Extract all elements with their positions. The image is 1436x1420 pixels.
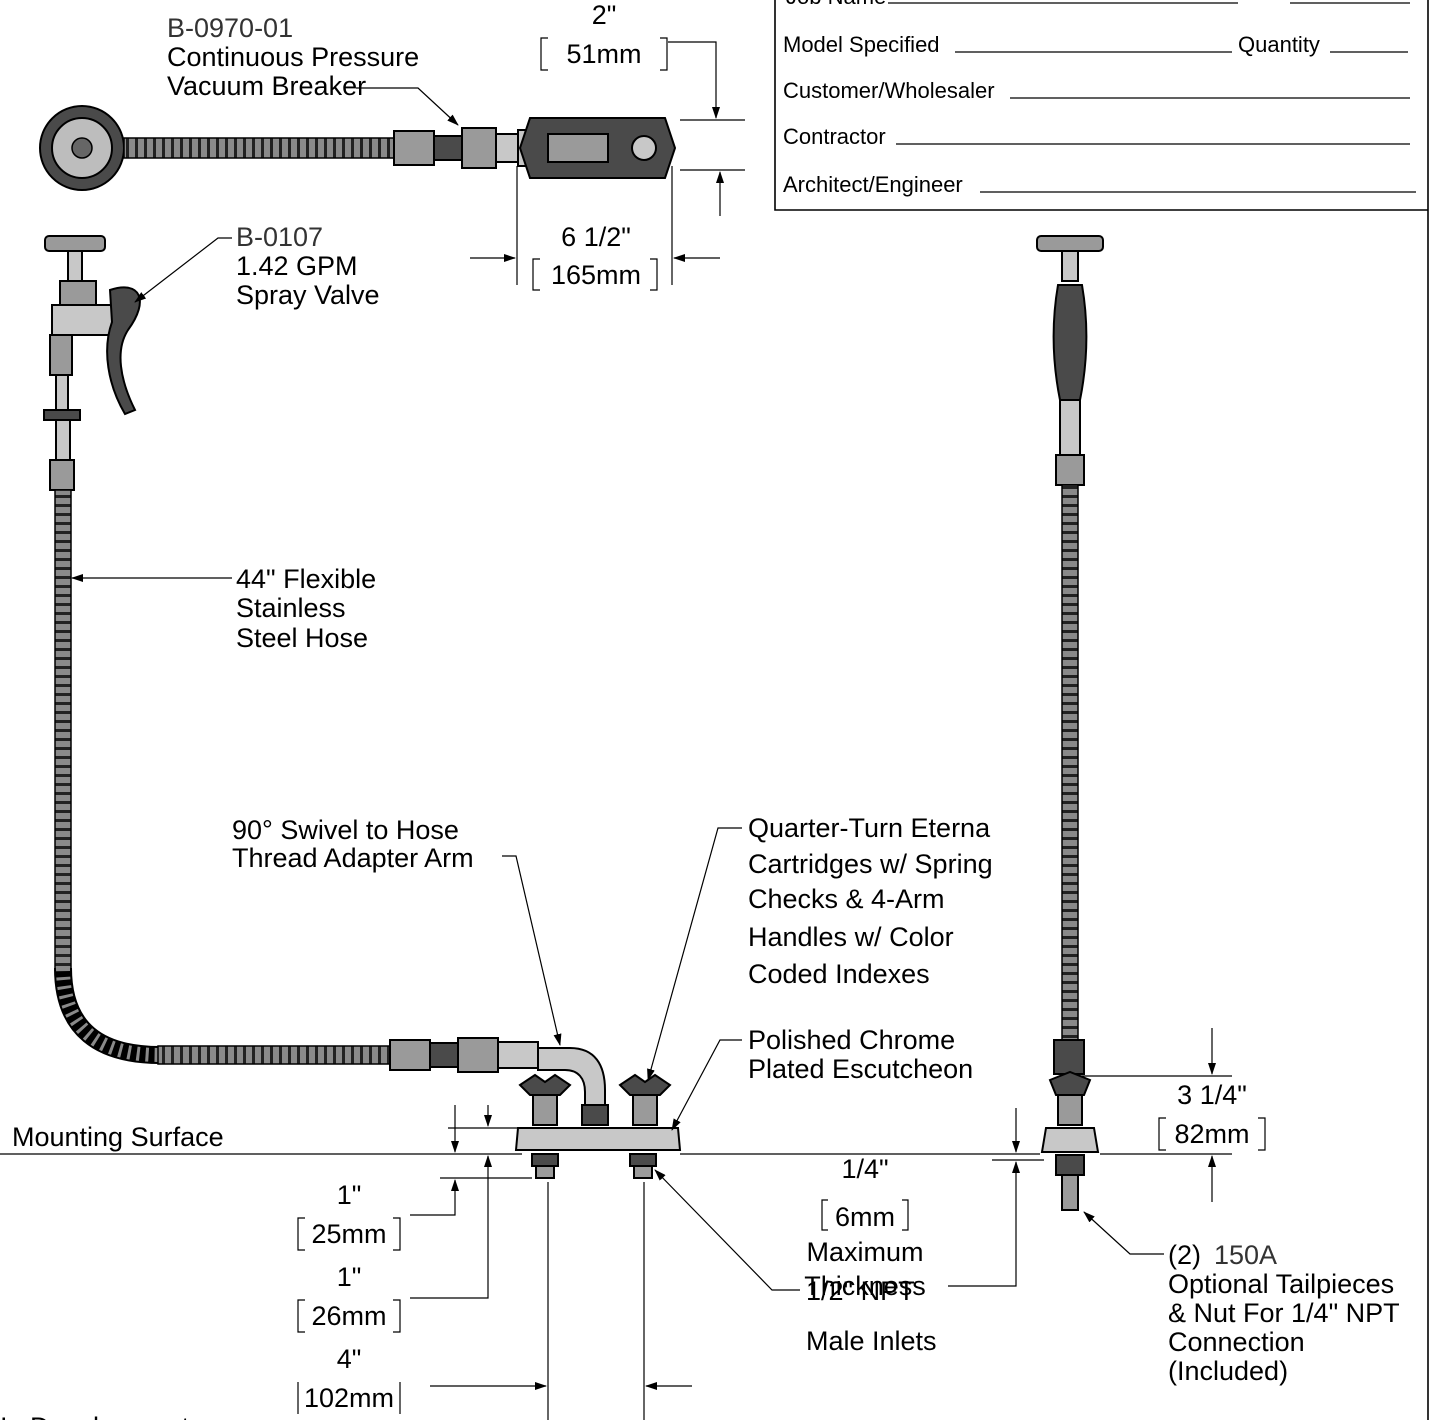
cartridge-line5: Coded Indexes [748, 959, 930, 989]
hose-line3: Steel Hose [236, 623, 368, 653]
thickness-mm: 6mm [835, 1202, 895, 1232]
vb-height-mm: 51mm [566, 39, 641, 69]
cartridge-line1: Quarter-Turn Eterna [748, 813, 991, 843]
dim-centers: 4" 102mm [297, 1344, 401, 1414]
tailpiece-line4: (Included) [1168, 1356, 1288, 1386]
tailpiece-quantity: (2) [1168, 1240, 1201, 1270]
centers-mm: 102mm [304, 1383, 394, 1413]
thickness-line2: Thickness [804, 1271, 926, 1301]
spray-valve-line1: 1.42 GPM [236, 251, 358, 281]
thickness-inches: 1/4" [841, 1154, 888, 1184]
shank2-inches: 1" [337, 1262, 362, 1292]
dim-shank-2: 1" 26mm [297, 1262, 401, 1333]
vb-width-mm: 165mm [551, 260, 641, 290]
faucet-front-view [43, 235, 682, 1179]
leader-lines [71, 87, 1164, 1291]
vb-height-inches: 2" [592, 0, 617, 30]
form-contractor-label: Contractor [783, 124, 886, 149]
callout-cartridge: Quarter-Turn Eterna Cartridges w/ Spring… [748, 813, 993, 989]
callout-spray-valve: B-0107 1.42 GPM Spray Valve [236, 222, 380, 310]
tailpiece-line3: Connection [1168, 1327, 1305, 1357]
callout-vacuum-breaker: B-0970-01 Continuous Pressure Vacuum Bre… [167, 13, 419, 101]
faucet-side-view [1036, 235, 1104, 1211]
hose-line1: 44" Flexible [236, 564, 376, 594]
swivel-line2: Thread Adapter Arm [232, 843, 474, 873]
tailpiece-part-number: 150A [1214, 1240, 1277, 1270]
form-architect-label: Architect/Engineer [783, 172, 963, 197]
callout-tailpiece: (2) 150A Optional Tailpieces & Nut For 1… [1168, 1240, 1400, 1386]
vb-width-inches: 6 1/2" [561, 222, 631, 252]
callout-inlets: 1/2" NPT Male Inlets [806, 1276, 937, 1356]
dim-shank-1: 1" 25mm [297, 1180, 401, 1251]
escutcheon-line1: Polished Chrome [748, 1025, 955, 1055]
form-quantity-label: Quantity [1238, 32, 1320, 57]
vacuum-breaker-line2: Vacuum Breaker [167, 71, 366, 101]
form-job-name-label: Job Name [786, 0, 886, 9]
swivel-line1: 90° Swivel to Hose [232, 815, 459, 845]
tailpiece-line1: Optional Tailpieces [1168, 1269, 1394, 1299]
form-customer-label: Customer/Wholesaler [783, 78, 995, 103]
cartridge-line3: Checks & 4-Arm [748, 884, 945, 914]
side-height-mm: 82mm [1174, 1119, 1249, 1149]
vacuum-breaker-part-number: B-0970-01 [167, 13, 293, 43]
shank2-mm: 26mm [311, 1301, 386, 1331]
thickness-line1: Maximum [806, 1237, 923, 1267]
spec-form: Job Name Model Specified Quantity Custom… [774, 0, 1429, 1420]
vacuum-breaker-top-view [39, 105, 677, 191]
shank1-inches: 1" [337, 1180, 362, 1210]
dim-side-height: 3 1/4" 82mm [1158, 1080, 1266, 1151]
centers-inches: 4" [337, 1344, 362, 1374]
tailpiece-line2: & Nut For 1/4" NPT [1168, 1298, 1400, 1328]
cartridge-line4: Handles w/ Color [748, 922, 954, 952]
spray-valve-part-number: B-0107 [236, 222, 323, 252]
dim-vb-width: 6 1/2" 165mm [532, 222, 658, 291]
vacuum-breaker-line1: Continuous Pressure [167, 42, 419, 72]
inlets-line2: Male Inlets [806, 1326, 937, 1356]
mounting-surface-lines: Mounting Surface [0, 1122, 1232, 1155]
escutcheon-line2: Plated Escutcheon [748, 1054, 973, 1084]
spray-valve-line2: Spray Valve [236, 280, 380, 310]
callout-hose: 44" Flexible Stainless Steel Hose [236, 564, 376, 653]
callout-thickness: 1/4" 6mm Maximum Thickness [804, 1154, 926, 1301]
hose-line2: Stainless [236, 593, 346, 623]
side-height-inches: 3 1/4" [1177, 1080, 1247, 1110]
footer-partial-text: In Development [0, 1412, 190, 1420]
dim-vb-height: 2" 51mm [540, 0, 668, 71]
form-model-specified-label: Model Specified [783, 32, 940, 57]
callout-escutcheon: Polished Chrome Plated Escutcheon [748, 1025, 973, 1084]
shank1-mm: 25mm [311, 1219, 386, 1249]
callout-swivel: 90° Swivel to Hose Thread Adapter Arm [232, 815, 474, 873]
dimension-lines [410, 41, 1232, 1420]
cartridge-line2: Cartridges w/ Spring [748, 849, 993, 879]
inlets-line1: 1/2" NPT [806, 1276, 915, 1306]
mounting-surface-label: Mounting Surface [12, 1122, 224, 1152]
